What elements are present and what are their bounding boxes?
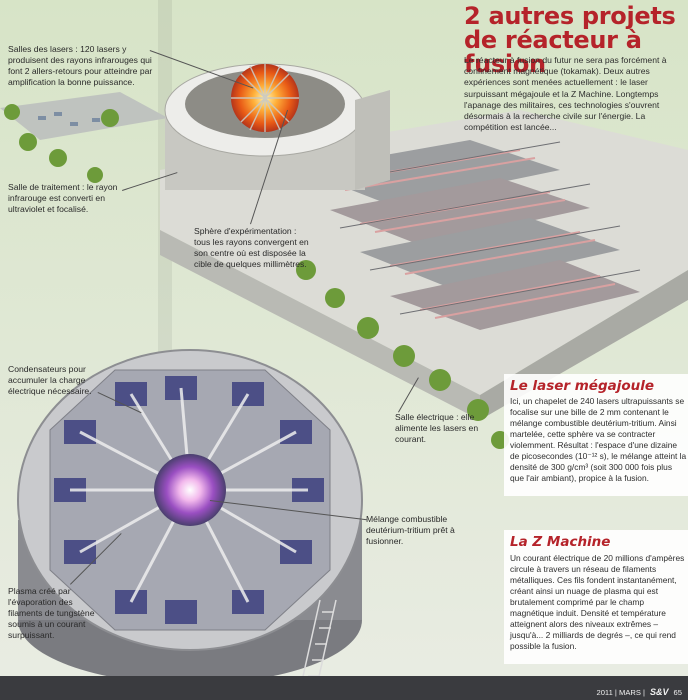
laser-megajoule-box: Le laser mégajoule Ici, un chapelet de 2… — [504, 374, 688, 496]
parked-cars — [38, 112, 100, 126]
intro-paragraph: Le réacteur à fusion du futur ne sera pa… — [464, 55, 667, 133]
bottom-band — [0, 676, 688, 700]
caption-sphere: Sphère d'expérimentation : tous les rayo… — [194, 226, 309, 269]
laser-hall-front-wall — [160, 230, 480, 420]
laser-megajoule-text: Ici, un chapelet de 240 lasers ultrapuis… — [510, 396, 687, 483]
caption-processing-room: Salle de traitement : le rayon infraroug… — [8, 182, 118, 214]
issue-date: 2011 | MARS | — [596, 687, 646, 697]
staircase — [299, 599, 337, 691]
laser-megajoule-heading: Le laser mégajoule — [510, 378, 655, 394]
caption-plasma: Plasma créé par l'évaporation des filame… — [8, 586, 95, 640]
caption-laser-rooms: Salles des lasers : 120 lasers y produis… — [8, 44, 153, 87]
z-core-plasma — [154, 454, 226, 526]
caption-fuel-mixture: Mélange combustible deutérium-tritium pr… — [366, 514, 455, 546]
page-title: 2 autres projets de réacteur à fusion — [464, 4, 684, 76]
z-machine-heading: La Z Machine — [510, 534, 611, 550]
trees — [4, 104, 509, 449]
parking-lot — [0, 92, 168, 140]
sphere-building — [164, 63, 390, 190]
z-machine-box: La Z Machine Un courant électrique de 20… — [504, 530, 688, 664]
z-machine-text: Un courant électrique de 20 millions d'a… — [510, 553, 685, 651]
page-number: 65 — [673, 687, 682, 697]
page-footer: 2011 | MARS | S&V 65 — [596, 687, 682, 697]
magazine-logo: S&V — [650, 687, 669, 697]
title-line-2: de réacteur à fusion — [464, 26, 642, 78]
caption-capacitors: Condensateurs pour accumuler la charge é… — [8, 364, 92, 396]
capacitor-banks — [54, 376, 324, 624]
caption-electrical-room: Salle électrique : elle alimente les las… — [395, 412, 479, 444]
z-machine — [17, 349, 363, 691]
title-line-1: 2 autres projets — [464, 2, 676, 30]
